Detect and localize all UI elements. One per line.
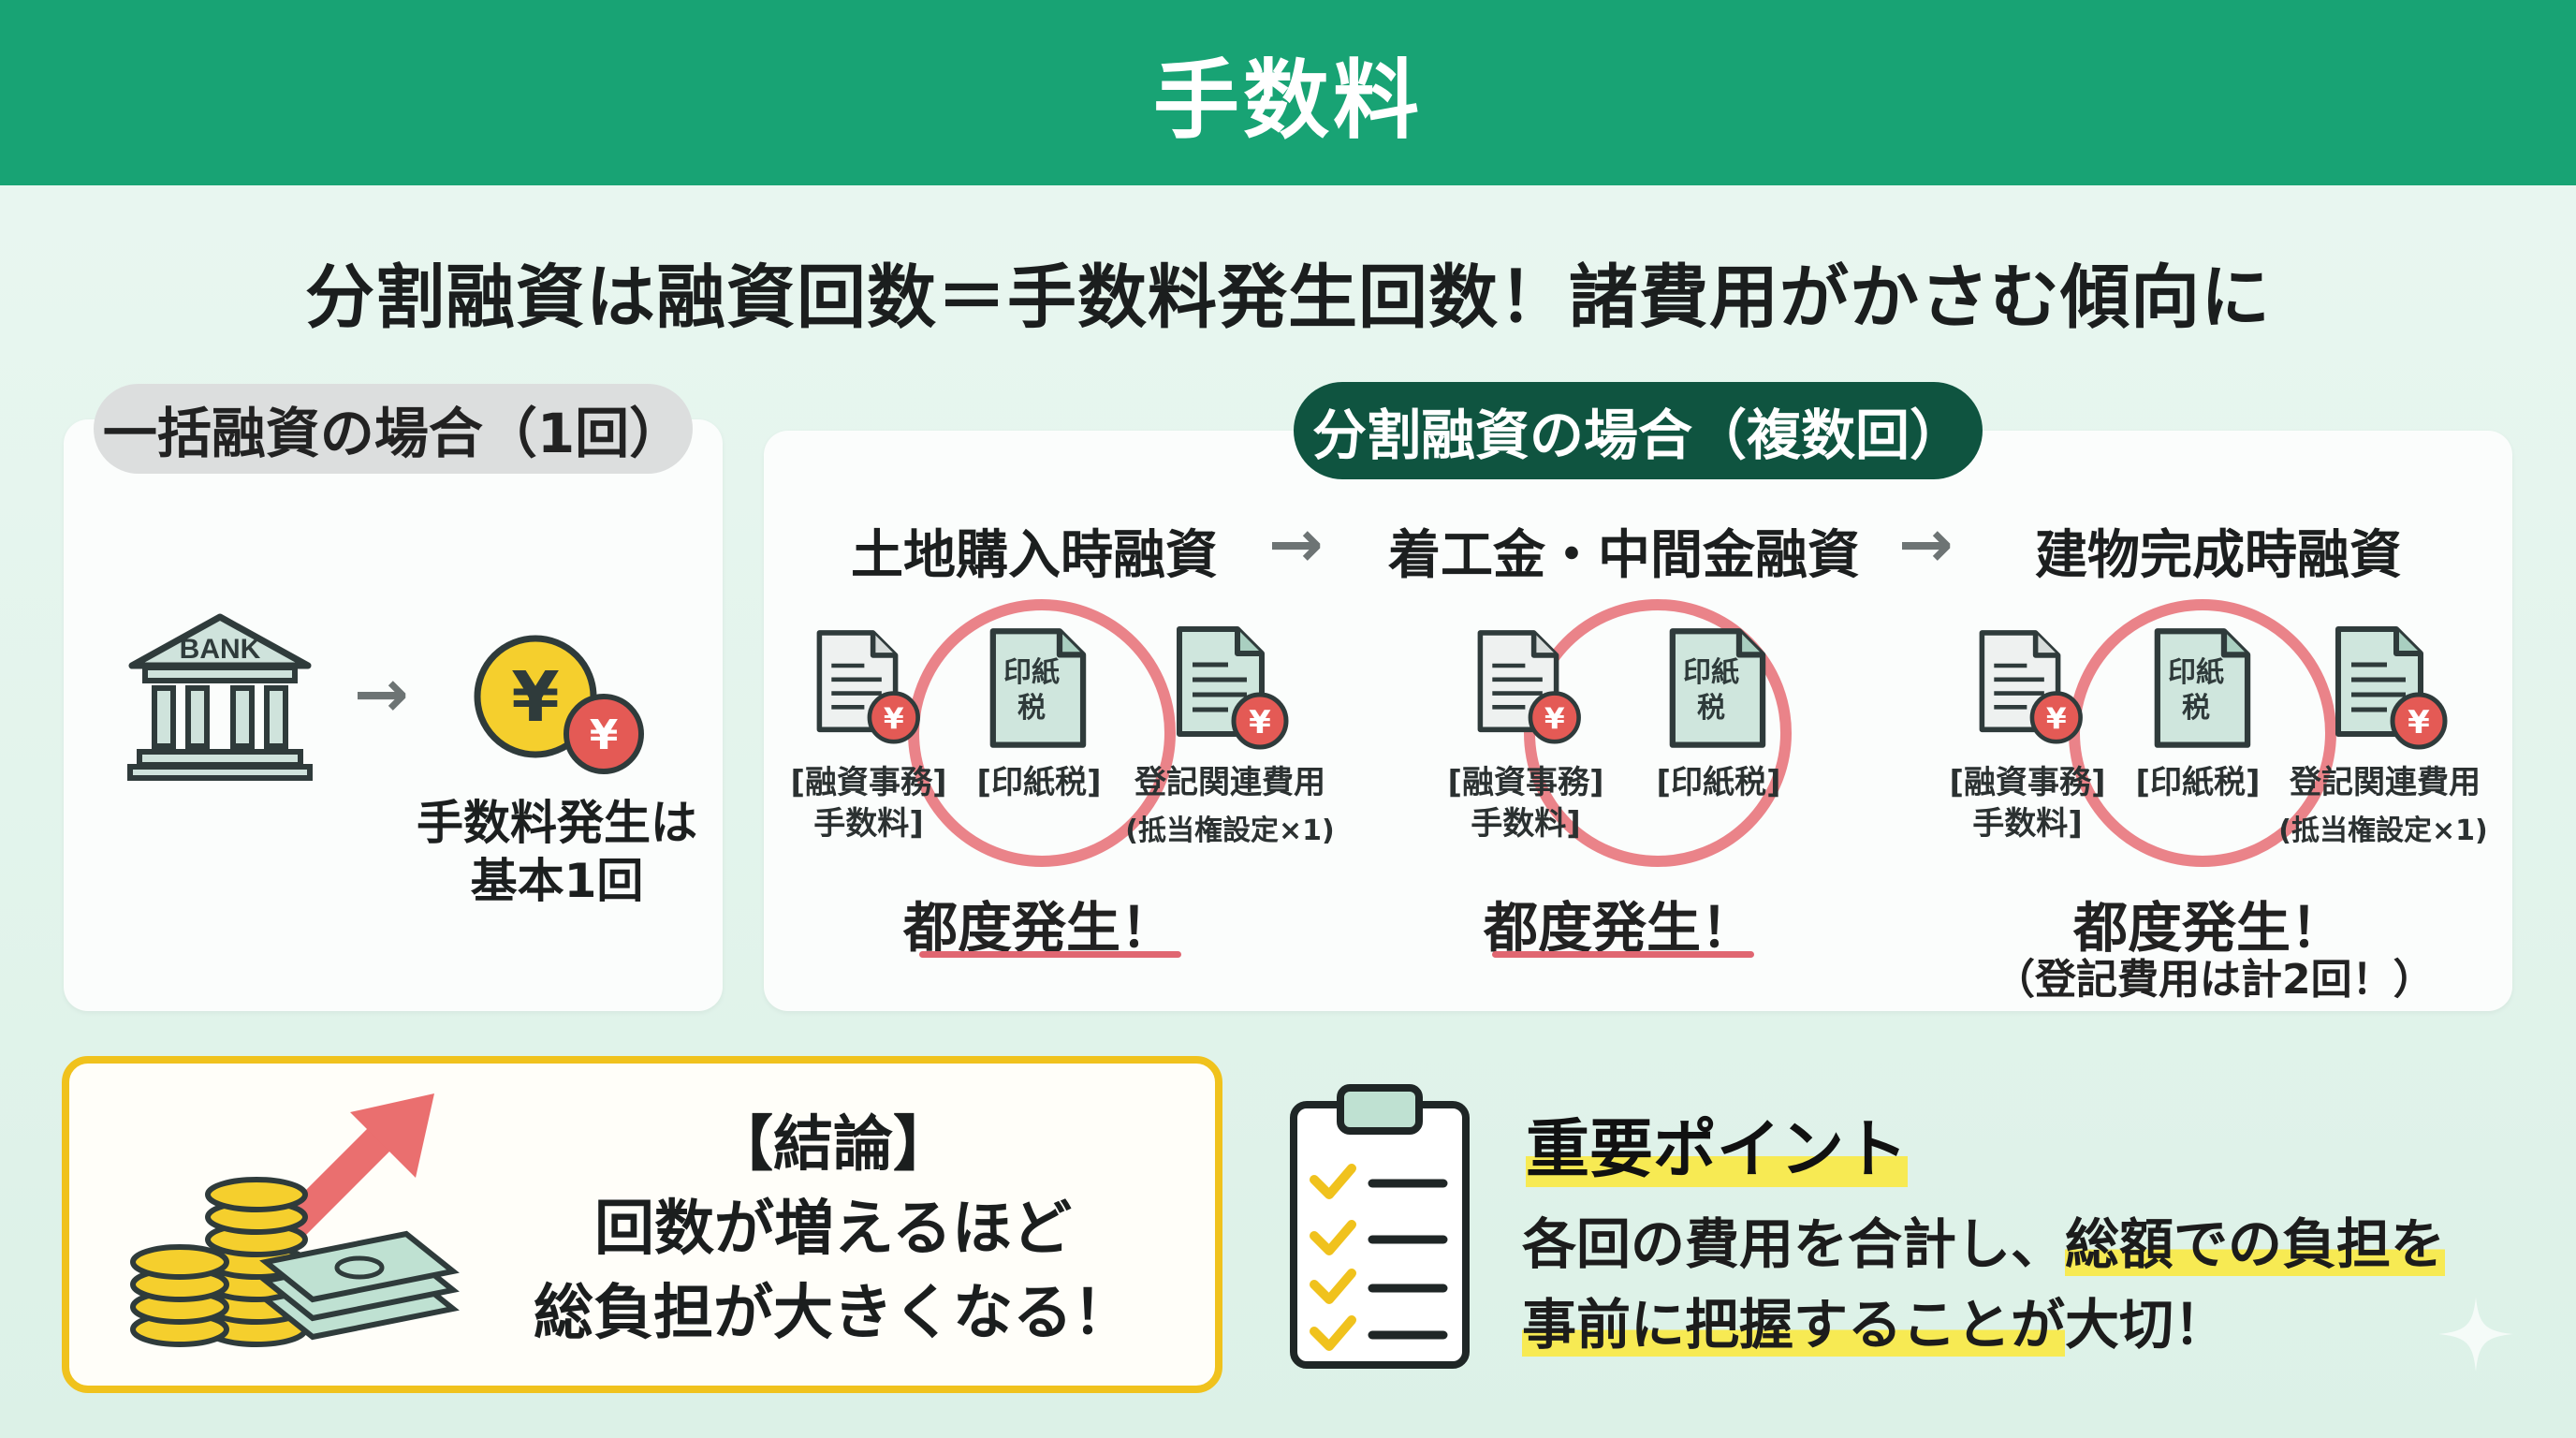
occurs-each-time: 都度発生！ <box>902 896 1175 960</box>
occurs-each-time: 都度発生！ <box>1483 896 1755 960</box>
stamp-tax-icon: 印紙 税 <box>985 625 1093 753</box>
loan-fee-label-line2: 手数料] <box>1972 805 2083 843</box>
conclusion-line2: 総負担が大きくなる！ <box>534 1279 1133 1348</box>
loan-fee-label-line1: [融資事務] <box>1447 764 1604 801</box>
important-point-line2: 事前に把握することが大切！ <box>1522 1284 2228 1365</box>
occurs-each-time: 都度発生！ <box>2072 896 2345 960</box>
arrow-right-icon: → <box>354 655 409 732</box>
conclusion-line1: 回数が増えるほど <box>593 1195 1073 1264</box>
svg-text:税: 税 <box>2182 692 2210 725</box>
arrow-right-icon: → <box>1268 506 1324 582</box>
header-bar: 手数料 <box>0 0 2576 185</box>
page-title: 手数料 <box>1152 50 1423 151</box>
stamp-tax-icon: 印紙 税 <box>2149 625 2258 753</box>
subtitle: 分割融資は融資回数＝手数料発生回数！諸費用がかさむ傾向に <box>305 257 2271 338</box>
lump-sum-note-line1: 手数料発生は <box>417 796 697 850</box>
important-line2-part-a: 事前に把握することが <box>1522 1293 2066 1357</box>
document-yen-icon <box>812 627 925 749</box>
lump-sum-label: 一括融資の場合（1回） <box>94 384 693 474</box>
svg-text:¥: ¥ <box>590 712 619 759</box>
important-point-title-text: 重要ポイント <box>1526 1113 1909 1187</box>
lump-sum-note-line2: 基本1回 <box>470 854 644 908</box>
yen-coin-icon: ¥ ¥ <box>474 635 644 774</box>
stage-3-title: 建物完成時融資 <box>2035 525 2402 586</box>
conclusion-heading: 【結論】 <box>713 1110 953 1180</box>
stage-1-title: 土地購入時融資 <box>851 525 1218 586</box>
stamp-tax-label: [印紙税] <box>1656 764 1781 801</box>
svg-text:印紙: 印紙 <box>2168 656 2224 689</box>
red-underline <box>919 951 1181 958</box>
red-underline <box>1492 951 1754 958</box>
bank-text: BANK <box>180 634 261 665</box>
loan-fee-label-line2: 手数料] <box>1471 805 1581 843</box>
loan-fee-label-line1: [融資事務] <box>790 764 947 801</box>
split-label: 分割融資の場合（複数回） <box>1294 382 1983 479</box>
clipboard-checklist-icon <box>1290 1084 1470 1369</box>
stamp-tax-label: [印紙税] <box>2135 764 2261 801</box>
registration-fee-sub: (抵当権設定×1) <box>1125 814 1335 847</box>
lump-sum-note: 手数料発生は 基本1回 <box>393 794 721 910</box>
registration-fee-label: 登記関連費用 <box>1134 764 1325 801</box>
svg-text:税: 税 <box>1697 692 1725 725</box>
document-yen-icon <box>1975 627 2087 749</box>
svg-text:¥: ¥ <box>511 657 560 738</box>
stage-2-title: 着工金・中間金融資 <box>1388 525 1860 586</box>
loan-fee-label: [融資事務] 手数料] <box>1442 762 1610 844</box>
document-yen-icon <box>1172 624 1294 755</box>
important-point-title: 重要ポイント <box>1526 1097 1909 1190</box>
bank-icon: BANK <box>127 613 313 781</box>
loan-fee-label-line1: [融資事務] <box>1949 764 2106 801</box>
sparkle-icon <box>2438 1297 2513 1372</box>
stamp-tax-icon: 印紙 税 <box>1664 625 1773 753</box>
loan-fee-label: [融資事務] 手数料] <box>1943 762 2112 844</box>
svg-text:印紙: 印紙 <box>1683 656 1739 689</box>
svg-text:印紙: 印紙 <box>1003 656 1060 689</box>
document-yen-icon <box>1473 627 1586 749</box>
important-point-line1: 各回の費用を合計し、総額での負担を <box>1522 1204 2446 1284</box>
money-growth-icon <box>130 1093 460 1347</box>
registration-fee-label: 登記関連費用 <box>2290 764 2481 801</box>
important-line2-part-b: 大切！ <box>2065 1293 2229 1357</box>
registration-fee-sub: (抵当権設定×1) <box>2278 814 2488 847</box>
svg-text:税: 税 <box>1017 692 1046 725</box>
loan-fee-label: [融資事務] 手数料] <box>784 762 953 844</box>
loan-fee-label-line2: 手数料] <box>813 805 924 843</box>
registration-count-note: （登記費用は計2回！） <box>1994 956 2435 1004</box>
arrow-right-icon: → <box>1898 506 1954 582</box>
important-line1-part-a: 各回の費用を合計し、 <box>1522 1212 2066 1276</box>
stamp-tax-label: [印紙税] <box>976 764 1102 801</box>
important-line1-part-b: 総額での負担を <box>2065 1212 2446 1276</box>
document-yen-icon <box>2331 624 2452 755</box>
